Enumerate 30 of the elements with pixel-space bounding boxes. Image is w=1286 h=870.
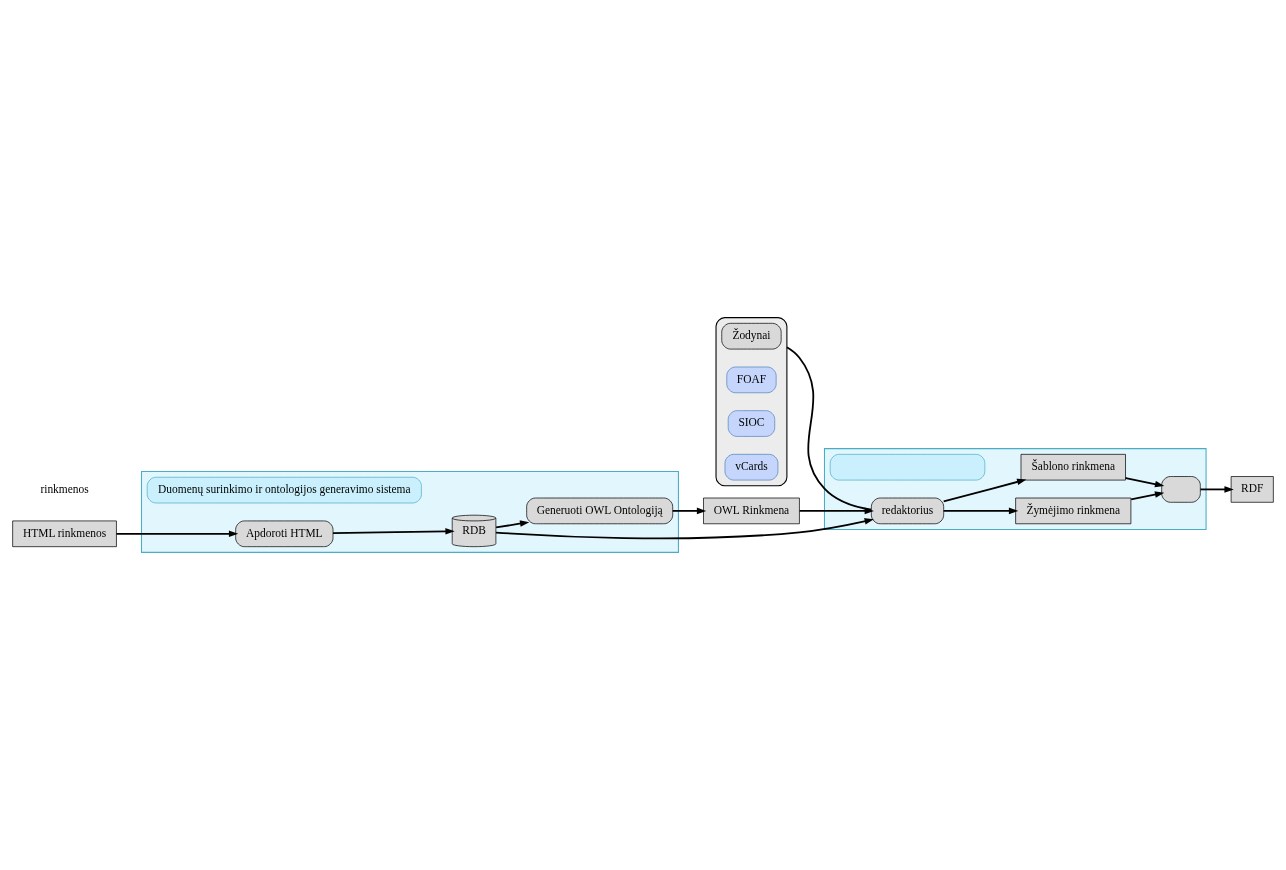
node-box: SIOC: [727, 410, 776, 437]
arrow: [332, 528, 455, 535]
arrow: [1124, 477, 1165, 488]
cluster: [823, 448, 1207, 531]
node-box: RDF: [1230, 476, 1274, 503]
arrow: [1130, 491, 1165, 501]
arrow: [942, 507, 1019, 515]
node-box: Žymėjimo rinkmena: [1015, 497, 1132, 525]
arrow: [671, 507, 707, 515]
label: rinkmenos: [40, 482, 89, 495]
node-box: [1161, 476, 1201, 503]
arrow: [115, 530, 239, 538]
node-box: vCards: [724, 453, 779, 481]
node-box: redaktorius: [871, 497, 945, 525]
arrow: [495, 518, 874, 540]
node-box: Šablono rinkmena: [1020, 453, 1126, 481]
node-box: OWL Rinkmena: [703, 497, 800, 525]
node-box: Žodynai: [721, 322, 782, 350]
cluster: [140, 470, 679, 553]
node-box: [829, 453, 986, 481]
node-box: Generuoti OWL Ontologiją: [526, 497, 674, 525]
arrow: [942, 478, 1027, 503]
arrow: [495, 520, 530, 529]
connector: [786, 346, 873, 511]
node-box: Duomenų surinkimo ir ontologijos generavimo sistema: [146, 476, 422, 504]
node-box: HTML rinkmenos: [12, 520, 117, 548]
arrow: [1199, 486, 1234, 493]
node-box: FOAF: [726, 366, 777, 394]
cluster: [715, 317, 788, 487]
node-box: Apdoroti HTML: [235, 520, 334, 548]
